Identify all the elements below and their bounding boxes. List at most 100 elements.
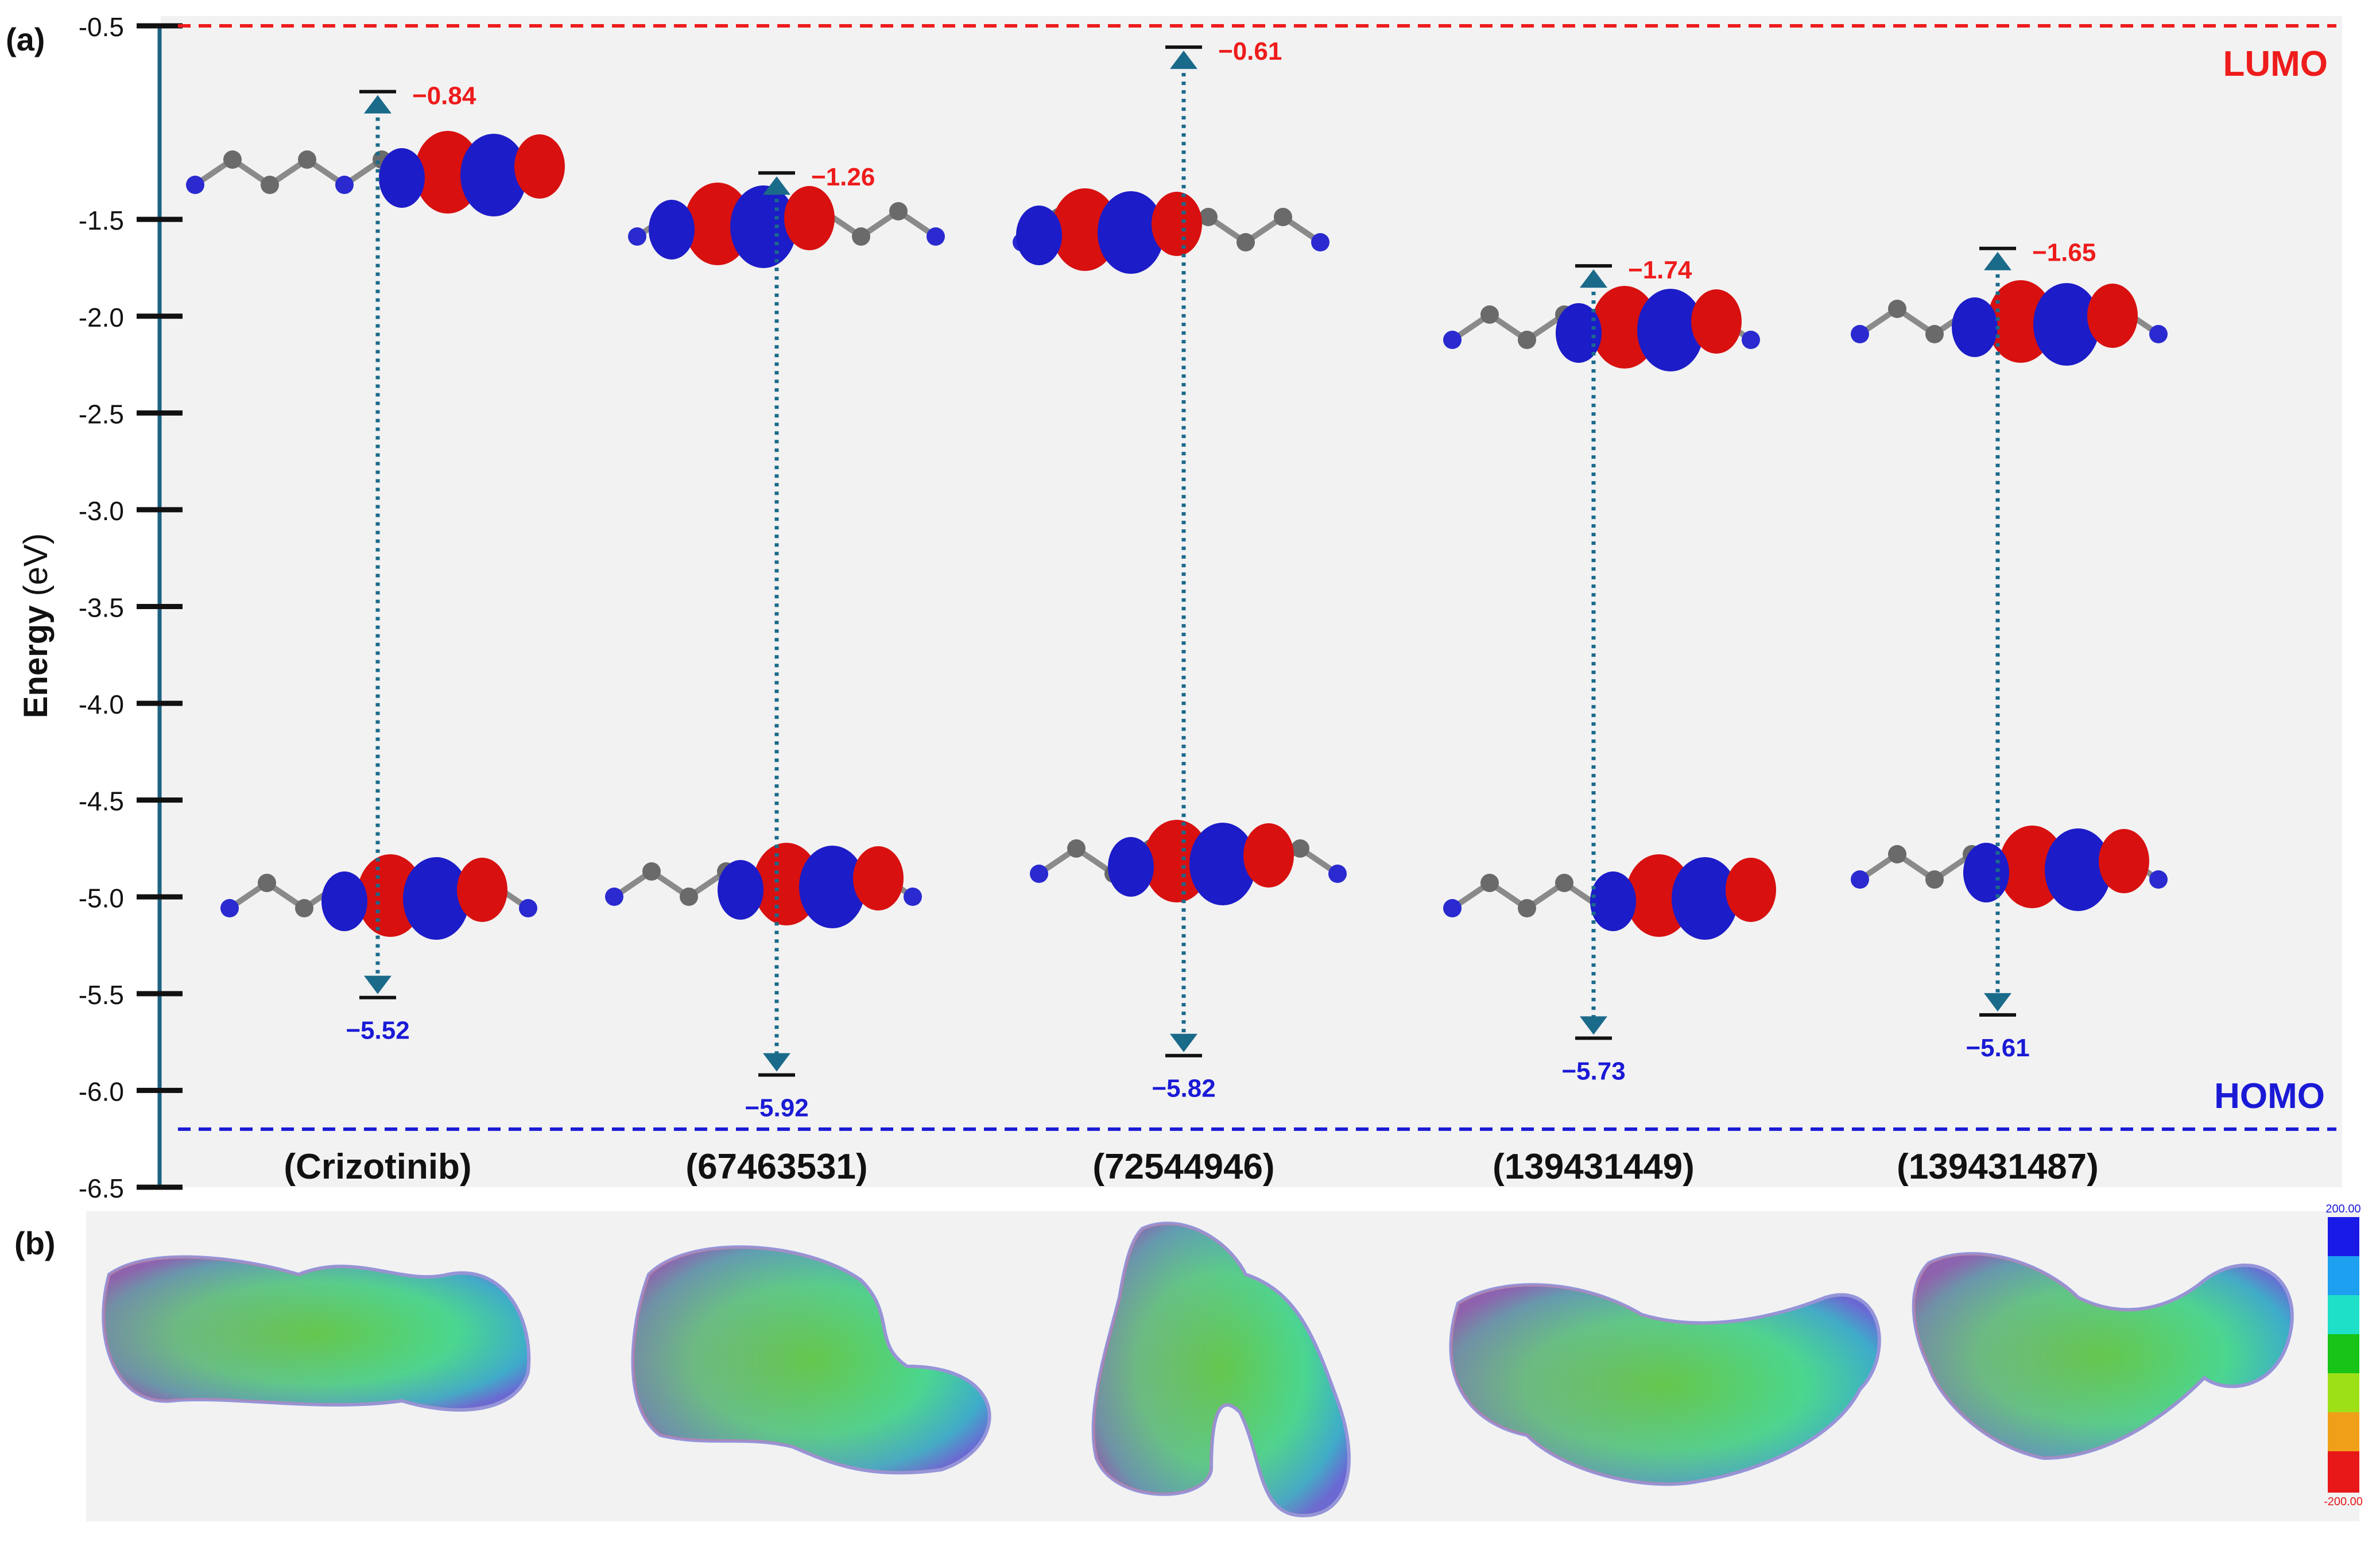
lumo-orbital-molecule-1 [628, 183, 945, 268]
y-tick-label-0: -0.5 [79, 12, 124, 42]
y-axis-label-quantity: Energy [17, 606, 55, 719]
esp-scale-blue [2328, 1217, 2359, 1256]
orbital-lobe-negative [718, 860, 763, 920]
orbital-lobe-negative [730, 185, 797, 268]
molecule-atom [186, 176, 204, 194]
molecule-atom [1291, 839, 1309, 858]
y-tick-label-11: -6.5 [79, 1173, 124, 1203]
molecule-atom [1328, 865, 1347, 883]
molecule-atom [2149, 870, 2168, 889]
homo-value-4: −5.61 [1966, 1034, 2029, 1062]
molecule-atom [1518, 331, 1536, 349]
esp-surface-highlight-1 [633, 1247, 990, 1473]
lumo-arrowhead-4 [1984, 251, 2011, 270]
compound-label-0: (Crizotinib) [284, 1147, 471, 1187]
y-axis: -0.5-1.5-2.0-2.5-3.0-3.5-4.0-4.5-5.0-5.5… [79, 12, 183, 1203]
molecule-atom [889, 202, 908, 220]
y-tick-label-9: -5.5 [79, 980, 124, 1010]
lumo-arrowhead-0 [364, 95, 392, 114]
orbital-lobe-negative [2045, 828, 2111, 911]
orbital-lobe-negative [1556, 303, 1602, 363]
molecule-atom [1480, 305, 1499, 324]
molecule-atom [1311, 233, 1329, 251]
orbital-lobe-negative [1016, 206, 1062, 265]
compound-label-1: (67463531) [685, 1147, 867, 1187]
orbital-lobe-positive [457, 858, 507, 922]
esp-scale-red [2328, 1451, 2359, 1493]
lumo-orbital-molecule-0 [186, 131, 565, 216]
molecule-atom [628, 227, 646, 246]
homo-label: HOMO [2214, 1076, 2325, 1116]
homo-arrowhead-4 [1984, 993, 2011, 1012]
lumo-value-4: −1.65 [2032, 239, 2096, 267]
panel-label-b: (b) [14, 1225, 56, 1261]
orbital-lobe-positive [1726, 858, 1776, 922]
molecule-atom [335, 176, 354, 194]
orbital-lobe-positive [853, 846, 904, 911]
esp-scale-green [2328, 1334, 2359, 1373]
molecule-atom [1888, 300, 1906, 318]
molecule-atom [680, 888, 698, 906]
orbital-lobe-positive [784, 186, 835, 250]
molecule-atom [1030, 865, 1048, 883]
orbital-lobe-positive [514, 134, 565, 199]
molecule-atom [258, 874, 276, 892]
homo-value-2: −5.82 [1152, 1075, 1215, 1103]
homo-orbital-molecule-0 [220, 854, 537, 940]
y-tick-label-2: -2.0 [79, 303, 124, 332]
lumo-orbital-molecule-2 [1013, 188, 1329, 274]
lumo-value-1: −1.26 [811, 163, 875, 191]
y-tick-label-8: -5.0 [79, 883, 124, 913]
molecule-atom [1199, 208, 1218, 226]
orbital-lobe-negative [1952, 297, 1998, 357]
molecule-atom [298, 150, 316, 169]
molecule-atom [2149, 325, 2168, 343]
orbital-lobe-negative [1590, 871, 1636, 931]
lumo-arrowhead-3 [1580, 269, 1607, 288]
molecule-atom [1067, 839, 1086, 858]
orbital-lobe-negative [379, 148, 425, 208]
molecule-atom [261, 176, 279, 194]
esp-scale-lightblue [2328, 1256, 2359, 1295]
homo-arrowhead-2 [1170, 1033, 1197, 1052]
homo-value-0: −5.52 [346, 1017, 409, 1045]
orbital-lobe-positive [1691, 289, 1742, 354]
orbital-lobe-negative [1637, 289, 1704, 371]
orbital-lobe-negative [1098, 191, 1164, 274]
compound-labels: (Crizotinib)(67463531)(72544946)(1394314… [284, 1147, 2098, 1187]
molecule-atom [1518, 899, 1536, 917]
homo-orbital-molecule-1 [605, 843, 922, 928]
compound-label-2: (72544946) [1092, 1147, 1274, 1187]
molecule-atom [927, 227, 945, 246]
homo-arrowhead-3 [1580, 1016, 1607, 1035]
esp-color-scale: 200.00 -200.00 [2324, 1203, 2363, 1508]
esp-scale-min: -200.00 [2324, 1495, 2363, 1508]
orbital-lobe-positive [1152, 192, 1202, 256]
molecule-atom [904, 888, 922, 906]
molecule-atom [1851, 325, 1869, 343]
lumo-value-3: −1.74 [1628, 256, 1692, 284]
reference-lines [178, 24, 2336, 1131]
orbital-lobe-negative [1963, 843, 2009, 902]
molecule-atom [223, 150, 242, 169]
molecule-atom [1480, 874, 1499, 892]
molecule-atom [605, 888, 623, 906]
y-tick-label-5: -3.5 [79, 593, 124, 623]
y-tick-label-7: -4.5 [79, 787, 124, 816]
lumo-value-0: −0.84 [412, 82, 476, 110]
lumo-label: LUMO [2223, 44, 2328, 84]
orbital-lobe-negative [1189, 823, 1256, 905]
esp-surface-images [102, 1222, 2294, 1518]
homo-arrowhead-0 [364, 975, 392, 994]
y-tick-label-10: -6.0 [79, 1076, 124, 1106]
y-axis-label-unit: (eV) [17, 533, 55, 596]
esp-scale-max: 200.00 [2325, 1203, 2360, 1215]
molecule-atom [1888, 845, 1906, 863]
orbital-lobe-negative [799, 846, 866, 928]
orbital-lobe-positive [2099, 829, 2149, 893]
homo-value-1: −5.92 [745, 1094, 808, 1122]
homo-orbital-molecule-4 [1851, 826, 2168, 911]
molecule-orbital-images [186, 131, 2168, 940]
molecule-atom [519, 899, 537, 917]
orbital-lobe-negative [649, 200, 695, 259]
